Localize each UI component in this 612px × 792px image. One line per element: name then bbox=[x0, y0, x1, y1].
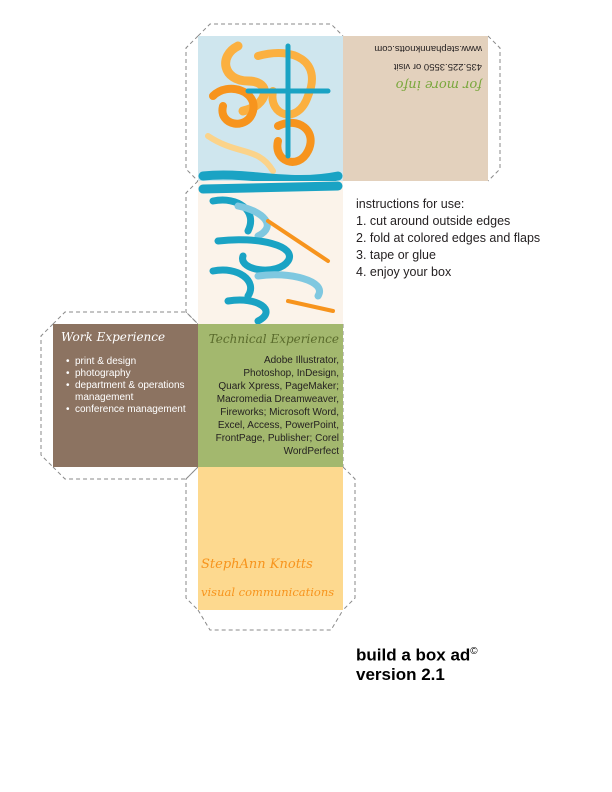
ad-title: build a box ad© version 2.1 bbox=[356, 642, 596, 684]
instruction-step: 2. fold at colored edges and flaps bbox=[356, 231, 541, 245]
instruction-step: 4. enjoy your box bbox=[356, 265, 452, 279]
list-item: Quark Xpress, PageMaker; bbox=[218, 381, 339, 392]
tech-heading: Technical Experience bbox=[208, 332, 339, 346]
copyright-symbol: © bbox=[470, 646, 478, 657]
contact-panel: www.stephannknotts.com 435.225.3550 or v… bbox=[343, 36, 488, 181]
title-line-1: build a box ad© bbox=[356, 642, 596, 665]
instructions: instructions for use: 1. cut around outs… bbox=[356, 196, 596, 281]
contact-url: www.stephannknotts.com bbox=[374, 43, 482, 54]
contact-phone: 435.225.3550 or visit bbox=[393, 61, 482, 72]
instructions-heading: instructions for use: bbox=[356, 197, 465, 211]
tagline-text: visual communications bbox=[201, 585, 335, 599]
title-line-2: version 2.1 bbox=[356, 664, 445, 684]
tech-list: Adobe Illustrator, Photoshop, InDesign, … bbox=[199, 354, 339, 458]
list-item: department & operations management bbox=[66, 380, 205, 404]
logo-panel-top bbox=[198, 36, 343, 185]
list-item: Macromedia Dreamweaver, bbox=[216, 394, 339, 405]
technical-experience-panel: Technical Experience Adobe Illustrator, … bbox=[198, 324, 343, 467]
list-item: Fireworks; Microsoft Word, bbox=[220, 407, 339, 418]
work-heading: Work Experience bbox=[61, 330, 166, 344]
list-item: FrontPage, Publisher; Corel bbox=[215, 433, 339, 444]
list-item: WordPerfect bbox=[283, 446, 339, 457]
list-item: Adobe Illustrator, bbox=[263, 355, 339, 366]
instruction-step: 1. cut around outside edges bbox=[356, 214, 511, 228]
title-text: build a box ad bbox=[356, 645, 471, 665]
list-item: Photoshop, InDesign, bbox=[243, 368, 339, 379]
name-text: StephAnn Knotts bbox=[201, 557, 313, 572]
list-item: print & design bbox=[66, 356, 205, 368]
design-logo-art bbox=[198, 181, 343, 325]
work-experience-panel: Work Experience print & design photograp… bbox=[53, 324, 198, 467]
list-item: conference management bbox=[66, 404, 205, 416]
logo-panel-middle bbox=[198, 181, 343, 325]
contact-more-info: for more info bbox=[395, 77, 482, 92]
steph-logo-art bbox=[198, 41, 343, 185]
name-panel: StephAnn Knotts visual communications bbox=[198, 467, 343, 610]
list-item: Excel, Access, PowerPoint, bbox=[217, 420, 339, 431]
work-list: print & design photography department & … bbox=[57, 356, 205, 416]
list-item: photography bbox=[66, 368, 205, 380]
instruction-step: 3. tape or glue bbox=[356, 248, 436, 262]
